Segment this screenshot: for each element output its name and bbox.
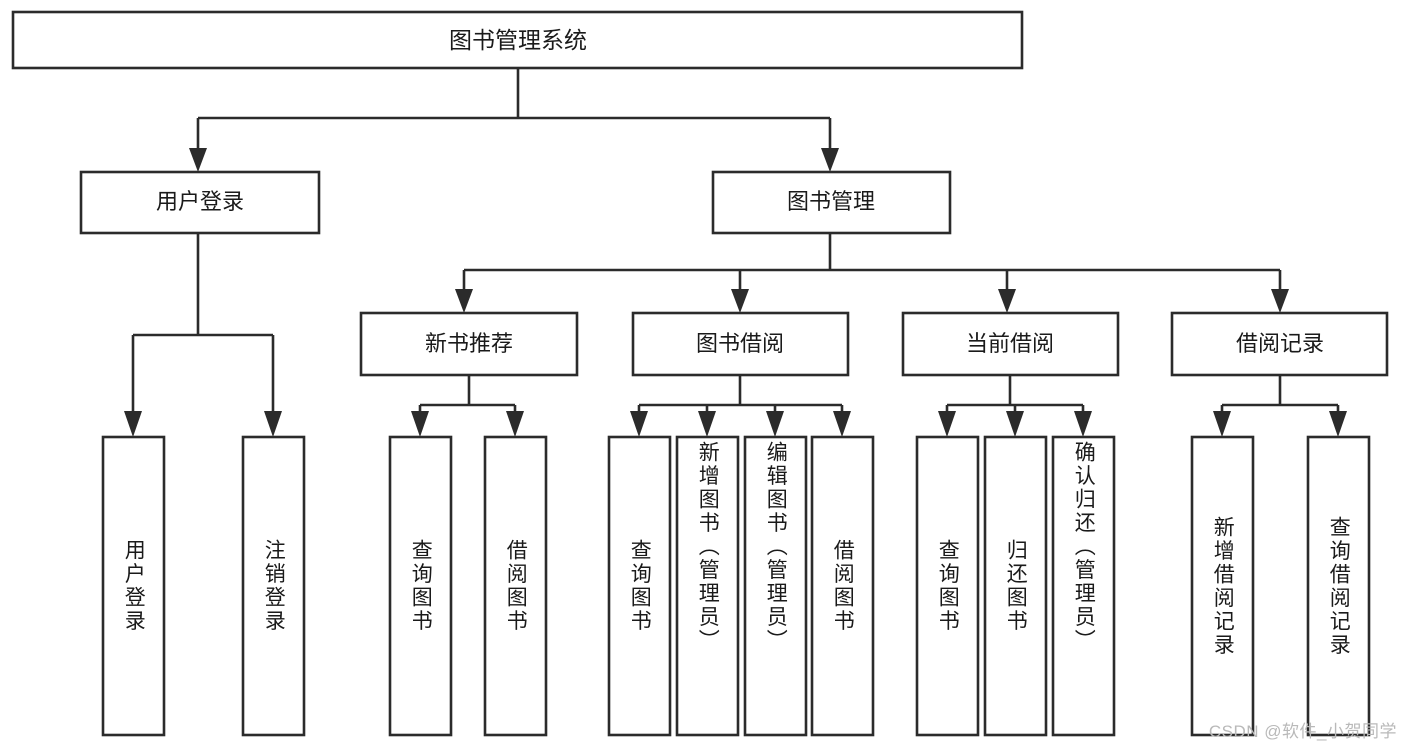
arrow-head-borrow-record [1271,289,1289,313]
arrow-head-leaf-query-record [1329,411,1347,437]
node-box-leaf-query-book-2[interactable] [607,435,672,737]
arrow-head-leaf-query-book-1 [411,411,429,437]
watermark-text: CSDN @软件_小贺同学 [1208,722,1397,741]
arrow-head-current-borrow [998,289,1016,313]
arrow-head-leaf-logout [264,411,282,437]
node-box-book-manage[interactable] [711,170,952,235]
node-box-leaf-borrow-book-2[interactable] [810,435,875,737]
node-box-leaf-return-book[interactable] [983,435,1048,737]
node-label-current-borrow: 当前借阅 [966,331,1054,356]
node-box-book-borrow[interactable] [631,311,850,377]
arrow-head-leaf-borrow-book-1 [506,411,524,437]
node-box-leaf-borrow-book-1[interactable] [483,435,548,737]
node-box-leaf-edit-book[interactable] [743,435,808,737]
node-label-user-login: 用户登录 [156,189,244,214]
arrow-head-leaf-add-book [698,411,716,437]
node-box-user-login[interactable] [79,170,321,235]
node-box-leaf-user-login[interactable] [101,435,166,737]
node-label-new-book-recommend: 新书推荐 [425,331,513,356]
node-box-current-borrow[interactable] [901,311,1120,377]
arrow-head-leaf-add-record [1213,411,1231,437]
arrow-head-leaf-query-book-3 [938,411,956,437]
arrow-head-user-login [189,148,207,172]
node-label-borrow-record: 借阅记录 [1236,331,1324,356]
arrow-head-leaf-return-book [1006,411,1024,437]
arrow-head-leaf-query-book-2 [630,411,648,437]
arrow-head-book-borrow [731,289,749,313]
connector-layer [124,68,1347,437]
node-box-root[interactable] [11,10,1024,70]
arrow-head-leaf-confirm-return [1074,411,1092,437]
arrow-head-leaf-edit-book [766,411,784,437]
node-box-leaf-add-book[interactable] [675,435,740,737]
node-box-new-book-recommend[interactable] [359,311,579,377]
node-box-borrow-record[interactable] [1170,311,1389,377]
node-label-book-borrow: 图书借阅 [696,331,784,356]
arrow-head-leaf-user-login [124,411,142,437]
arrow-head-new-book [455,289,473,313]
node-box-leaf-query-record[interactable] [1306,435,1371,737]
node-box-leaf-query-book-1[interactable] [388,435,453,737]
node-label-root: 图书管理系统 [449,27,587,53]
arrow-head-leaf-borrow-book-2 [833,411,851,437]
node-box-leaf-confirm-return[interactable] [1051,435,1116,737]
node-box-leaf-add-record[interactable] [1190,435,1255,737]
node-box-leaf-logout[interactable] [241,435,306,737]
node-layer: 图书管理系统 用户登录 图书管理 新书推荐 图书借阅 当前借阅 借阅记录 [11,10,1389,737]
arrow-head-book-manage [821,148,839,172]
node-label-book-manage: 图书管理 [787,189,875,214]
node-box-leaf-query-book-3[interactable] [915,435,980,737]
